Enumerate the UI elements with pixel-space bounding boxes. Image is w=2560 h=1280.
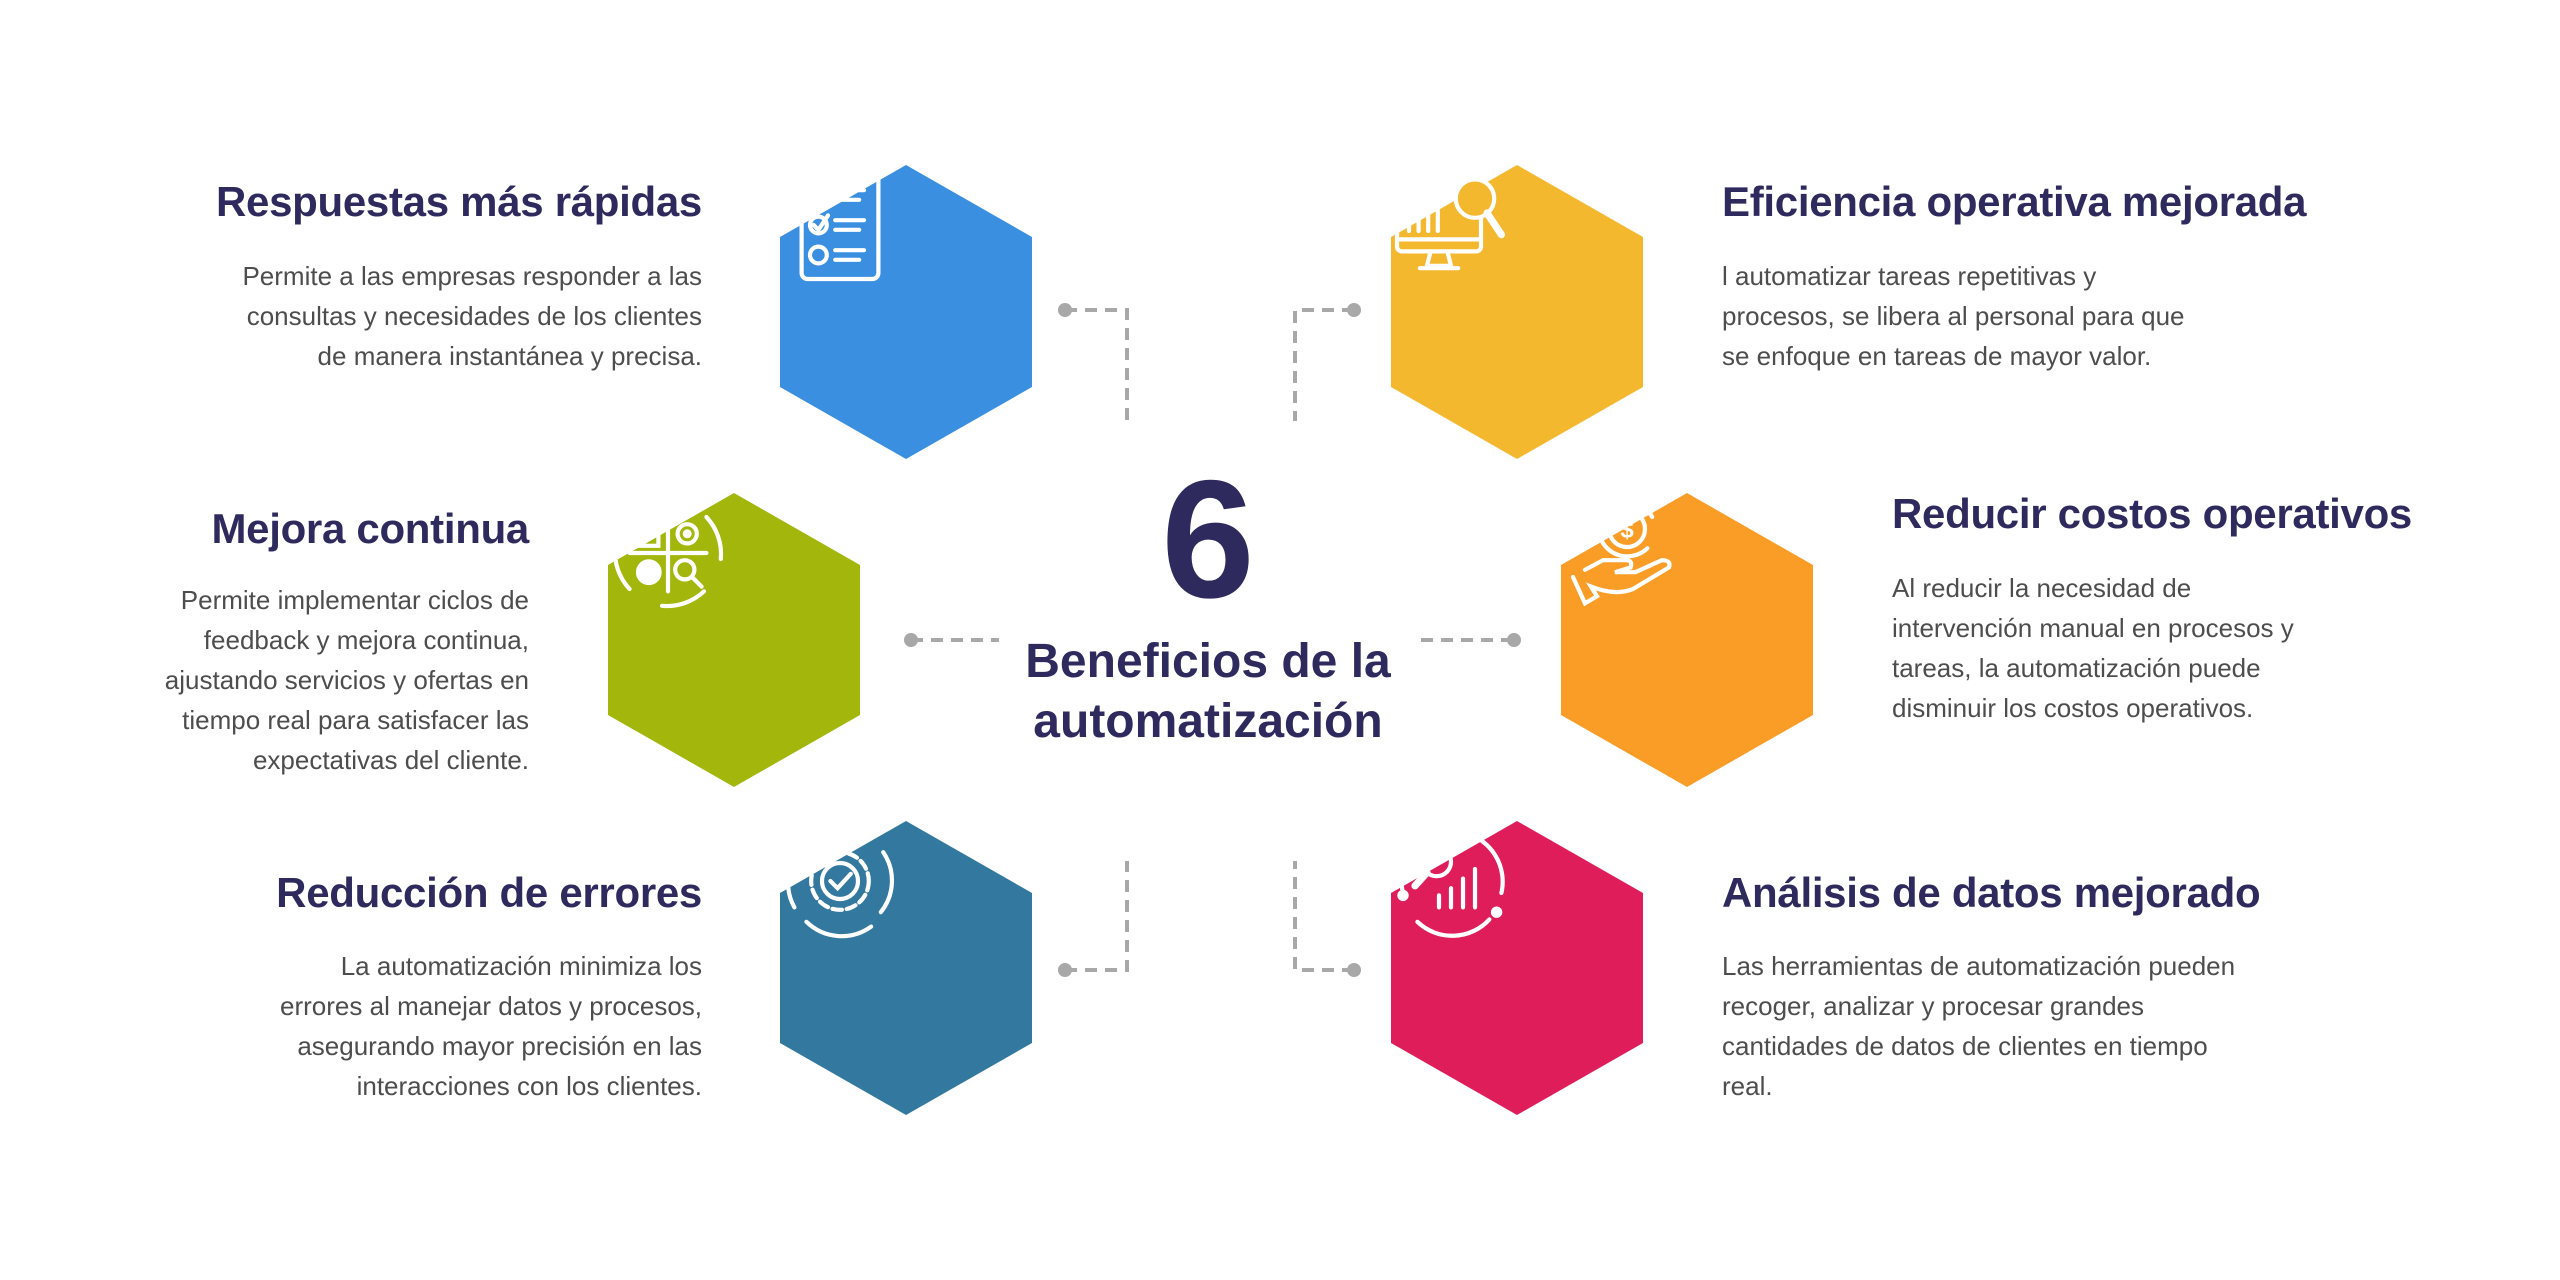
description-line: procesos, se libera al personal para que bbox=[1722, 301, 2185, 331]
description-line: asegurando mayor precisión en las bbox=[297, 1031, 702, 1061]
description-line: errores al manejar datos y procesos, bbox=[280, 991, 702, 1021]
description-line: l automatizar tareas repetitivas y bbox=[1722, 261, 2097, 291]
description-line: se enfoque en tareas de mayor valor. bbox=[1722, 341, 2152, 371]
hexagon-eficiencia bbox=[1391, 165, 1643, 459]
benefit-title: Análisis de datos mejorado bbox=[1722, 869, 2261, 916]
center-title-line: Beneficios de la bbox=[1025, 635, 1391, 688]
svg-text:$: $ bbox=[1620, 516, 1634, 543]
hexagon-respuestas bbox=[780, 165, 1032, 459]
continuous-improvement-icon bbox=[612, 497, 724, 609]
description-line: recoger, analizar y procesar grandes bbox=[1722, 991, 2145, 1021]
description-line: interacciones con los clientes. bbox=[356, 1071, 702, 1101]
description-line: La automatización minimiza los bbox=[340, 951, 702, 981]
benefit-count: 6 bbox=[1161, 445, 1255, 633]
connector-dot bbox=[1058, 303, 1072, 317]
benefit-title: Respuestas más rápidas bbox=[216, 178, 702, 225]
benefit-description: Las herramientas de automatización puede… bbox=[1722, 946, 2235, 1106]
hand-money-icon: $ bbox=[1570, 499, 1672, 607]
benefit-description: Permite a las empresas responder a las c… bbox=[242, 256, 702, 376]
description-line: tareas, la automatización puede bbox=[1892, 653, 2261, 683]
description-line: de manera instantánea y precisa. bbox=[317, 341, 702, 371]
connector-dot bbox=[1058, 963, 1072, 977]
connector-dot bbox=[904, 633, 918, 647]
description-line: cantidades de datos de clientes en tiemp… bbox=[1722, 1031, 2208, 1061]
connector-dot bbox=[1347, 963, 1361, 977]
benefit-title: Reducción de errores bbox=[276, 869, 702, 916]
benefit-description: l automatizar tareas repetitivas y proce… bbox=[1722, 256, 2185, 376]
hexagon-errores bbox=[780, 821, 1032, 1115]
connector-bottom-left bbox=[1065, 861, 1129, 972]
description-line: real. bbox=[1722, 1071, 1773, 1101]
description-line: Permite a las empresas responder a las bbox=[242, 261, 702, 291]
benefit-description: La automatización minimiza los errores a… bbox=[280, 946, 702, 1106]
description-line: feedback y mejora continua, bbox=[203, 625, 529, 655]
benefit-description: Al reducir la necesidad de intervención … bbox=[1892, 568, 2294, 728]
description-line: ajustando servicios y ofertas en bbox=[164, 665, 529, 695]
checklist-icon bbox=[799, 168, 881, 282]
benefit-description: Permite implementar ciclos de feedback y… bbox=[165, 580, 529, 780]
benefit-title: Reducir costos operativos bbox=[1892, 490, 2412, 537]
description-line: Las herramientas de automatización puede… bbox=[1722, 951, 2236, 981]
center-title: Beneficios de la automatización bbox=[988, 632, 1428, 752]
benefit-title: Mejora continua bbox=[211, 505, 529, 552]
connector-dot bbox=[1507, 633, 1521, 647]
gear-check-icon bbox=[786, 827, 895, 939]
hexagon-costos: $ bbox=[1561, 493, 1813, 787]
hexagon-mejora bbox=[608, 493, 860, 787]
hexagon-analisis bbox=[1391, 821, 1643, 1115]
connector-top-right bbox=[1293, 308, 1354, 421]
connector-dot bbox=[1347, 303, 1361, 317]
description-line: Permite implementar ciclos de bbox=[180, 585, 529, 615]
connector-bottom-right bbox=[1293, 861, 1354, 972]
monitor-analytics-icon bbox=[1394, 177, 1505, 271]
description-line: tiempo real para satisfacer las bbox=[182, 705, 529, 735]
description-line: Al reducir la necesidad de bbox=[1892, 573, 2192, 603]
connector-top-left bbox=[1065, 308, 1129, 421]
description-line: expectativas del cliente. bbox=[252, 745, 529, 775]
description-line: consultas y necesidades de los clientes bbox=[246, 301, 702, 331]
description-line: intervención manual en procesos y bbox=[1892, 613, 2294, 643]
description-line: disminuir los costos operativos. bbox=[1892, 693, 2254, 723]
center-title-line: automatización bbox=[1033, 695, 1383, 748]
benefit-title: Eficiencia operativa mejorada bbox=[1722, 178, 2307, 225]
data-analysis-icon bbox=[1397, 824, 1505, 938]
